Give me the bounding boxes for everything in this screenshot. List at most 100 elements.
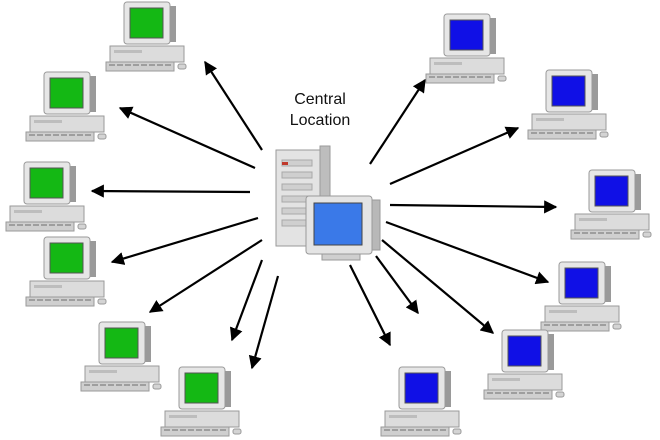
terminal-drive-slot xyxy=(579,218,607,221)
keyboard-key xyxy=(41,224,47,226)
keyboard-key xyxy=(188,429,194,431)
keyboard-key xyxy=(204,429,210,431)
central-monitor-screen xyxy=(313,202,363,246)
keyboard xyxy=(483,389,553,400)
arrows-group xyxy=(90,60,558,370)
keyboard-key xyxy=(53,134,59,136)
keyboard-key xyxy=(116,384,122,386)
central-location-label-line-1: Central xyxy=(294,91,346,108)
server-drive-bay xyxy=(281,171,313,179)
keyboard-key xyxy=(29,299,35,301)
keyboard-key xyxy=(84,384,90,386)
keyboard-key xyxy=(100,384,106,386)
monitor-screen xyxy=(184,372,219,404)
arrow-6 xyxy=(229,259,264,342)
terminal-right-5 xyxy=(483,329,565,400)
keyboard-key xyxy=(132,384,138,386)
mouse xyxy=(97,298,107,305)
keyboard-key xyxy=(164,429,170,431)
keyboard-key xyxy=(408,429,414,431)
keyboard-key xyxy=(220,429,226,431)
keyboard-key xyxy=(543,392,549,394)
keyboard-key xyxy=(519,392,525,394)
keyboard-key xyxy=(45,134,51,136)
terminal-left-3 xyxy=(5,161,87,232)
keyboard-key xyxy=(140,384,146,386)
keyboard-key xyxy=(17,224,23,226)
keyboard-key xyxy=(622,232,628,234)
keyboard-key xyxy=(440,429,446,431)
keyboard-key xyxy=(555,132,561,134)
terminal-base xyxy=(574,213,650,231)
monitor-side xyxy=(605,266,611,302)
terminal-base xyxy=(531,113,607,131)
monitor-side xyxy=(90,241,96,277)
keyboard xyxy=(105,61,175,72)
mouse xyxy=(612,323,622,330)
keyboard-key xyxy=(69,134,75,136)
keyboard-key xyxy=(552,324,558,326)
monitor-side xyxy=(70,166,76,202)
monitor-screen xyxy=(564,267,599,299)
monitor-screen xyxy=(594,175,629,207)
terminal-drive-slot xyxy=(389,415,417,418)
terminal-drive-slot xyxy=(169,415,197,418)
keyboard-key xyxy=(630,232,636,234)
keyboard-key xyxy=(579,132,585,134)
keyboard-key xyxy=(25,224,31,226)
monitor-side xyxy=(592,74,598,110)
keyboard-key xyxy=(606,232,612,234)
keyboard-key xyxy=(453,76,459,78)
keyboard-key xyxy=(416,429,422,431)
terminal-right-6 xyxy=(380,366,462,437)
terminal-base xyxy=(164,410,240,428)
keyboard-key xyxy=(77,134,83,136)
mouse xyxy=(232,428,242,435)
keyboard-key xyxy=(503,392,509,394)
keyboard-key xyxy=(45,299,51,301)
keyboard-key xyxy=(124,384,130,386)
terminal-base xyxy=(9,205,85,223)
keyboard-key xyxy=(571,132,577,134)
monitor-screen xyxy=(507,335,542,367)
keyboard-key xyxy=(69,299,75,301)
keyboard-key xyxy=(125,64,131,66)
terminal-base xyxy=(84,365,160,383)
keyboard xyxy=(160,426,230,437)
keyboard-key xyxy=(527,392,533,394)
terminals-group xyxy=(5,1,652,437)
monitor-screen xyxy=(404,372,439,404)
keyboard-key xyxy=(384,429,390,431)
keyboard xyxy=(380,426,450,437)
keyboard-key xyxy=(574,232,580,234)
keyboard-key xyxy=(487,392,493,394)
keyboard-key xyxy=(37,134,43,136)
keyboard-key xyxy=(9,224,15,226)
keyboard-key xyxy=(37,299,43,301)
keyboard-key xyxy=(196,429,202,431)
keyboard-key xyxy=(598,232,604,234)
monitor-screen xyxy=(449,19,484,51)
terminal-base xyxy=(29,280,105,298)
keyboard-key xyxy=(165,64,171,66)
arrow-12 xyxy=(381,239,495,334)
keyboard-key xyxy=(212,429,218,431)
terminal-right-1 xyxy=(425,13,507,84)
keyboard-key xyxy=(539,132,545,134)
keyboard-key xyxy=(587,132,593,134)
central-location-label-line-2: Location xyxy=(289,112,351,129)
keyboard-key xyxy=(29,134,35,136)
keyboard-key xyxy=(576,324,582,326)
keyboard-key xyxy=(149,64,155,66)
arrow-9 xyxy=(389,126,520,186)
keyboard-key xyxy=(85,299,91,301)
keyboard-key xyxy=(495,392,501,394)
monitor-screen xyxy=(129,7,164,39)
monitor-side xyxy=(90,76,96,112)
keyboard-key xyxy=(77,299,83,301)
keyboard-key xyxy=(568,324,574,326)
terminal-drive-slot xyxy=(34,120,62,123)
keyboard-key xyxy=(477,76,483,78)
central-monitor-stand xyxy=(321,253,361,261)
keyboard-key xyxy=(563,132,569,134)
